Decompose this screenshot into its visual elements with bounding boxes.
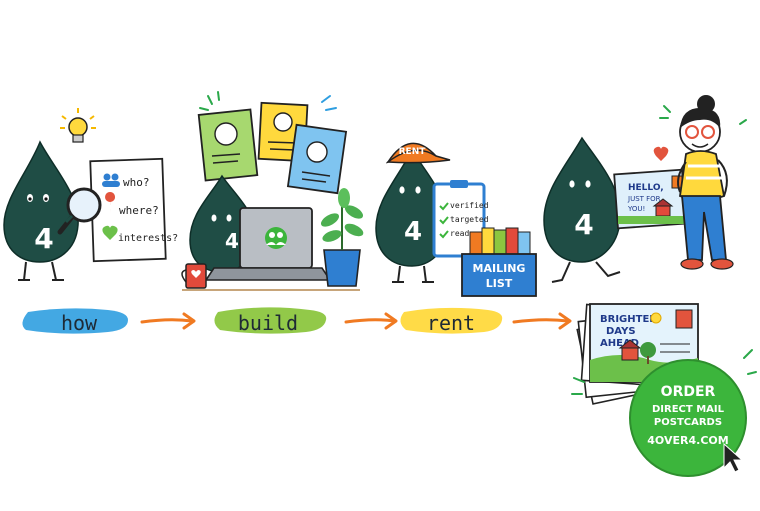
- box-label-line2: LIST: [486, 277, 513, 290]
- hello-postcard: HELLO, JUST FOR YOU!: [613, 168, 687, 230]
- box-label-line1: MAILING: [473, 262, 526, 275]
- cta-line2: DIRECT MAIL: [652, 404, 725, 415]
- hello-line2: JUST FOR: [627, 195, 661, 203]
- arrow-how-to-build: [140, 312, 196, 330]
- mailing-list-box: MAILING LIST: [461, 227, 537, 297]
- mascot-drop: 4: [543, 136, 621, 283]
- mascot-number: 4: [34, 222, 53, 255]
- arrow-build-to-rent: [344, 312, 398, 330]
- card-line-where: where?: [119, 204, 159, 217]
- mascot-number: 4: [404, 217, 422, 247]
- step-deliver: 4 HELLO, JUST FOR YOU!: [543, 95, 747, 405]
- mascot-drop: 4: [3, 140, 79, 281]
- cta-line3: POSTCARDS: [654, 417, 722, 428]
- cta-url[interactable]: 4OVER4.COM: [647, 434, 728, 447]
- plant-icon: [320, 188, 364, 287]
- sun-icon: [650, 312, 662, 324]
- checklist-item-ready: ready: [450, 229, 474, 238]
- profile-card-green: [197, 108, 259, 182]
- step-build: 4 build: [181, 91, 364, 335]
- recipient-person: [677, 95, 734, 270]
- hello-line1: HELLO,: [628, 183, 664, 193]
- people-icon: [102, 173, 120, 187]
- card-line-who: who?: [123, 176, 150, 189]
- sparkle-lines: [199, 91, 220, 111]
- postcard-line3: AHEAD: [600, 338, 639, 349]
- magnifier-icon: [57, 187, 102, 235]
- heart-icon: [653, 146, 669, 161]
- step-how: who? where? interests? 4: [3, 108, 178, 335]
- how-label-brush: [22, 308, 129, 334]
- rent-cap-text: RENT: [399, 147, 427, 157]
- postcard-line1: BRIGHTER: [600, 314, 657, 325]
- stamp: [675, 309, 693, 329]
- cursor-icon: [723, 442, 744, 473]
- laptop: [204, 207, 332, 281]
- profile-card-blue: [286, 123, 348, 195]
- coffee-mug-icon: [181, 263, 207, 289]
- mascot-number: 4: [225, 229, 239, 253]
- card-line-interests: interests?: [118, 233, 178, 244]
- checklist-item-targeted: targeted: [450, 215, 489, 224]
- step-rent: RENT 4 verified targeted ready: [375, 142, 537, 335]
- rent-label-brush: [400, 307, 503, 334]
- location-pin-icon: [105, 192, 116, 213]
- build-label: build: [238, 311, 298, 335]
- lightbulb-icon: [60, 108, 96, 143]
- cta-line1: ORDER: [661, 384, 716, 400]
- build-label-brush: [214, 307, 327, 334]
- order-postcards-cta[interactable]: ORDER DIRECT MAIL POSTCARDS 4OVER4.COM: [571, 349, 757, 477]
- postcard-line2: DAYS: [606, 326, 636, 337]
- arrow-rent-to-postcards: [512, 312, 572, 330]
- heart-icon: [102, 225, 118, 240]
- rent-label: rent: [427, 311, 475, 335]
- cta-button[interactable]: [629, 359, 747, 477]
- mascot-drop: RENT 4: [375, 142, 451, 283]
- hello-line3: YOU!: [627, 205, 645, 213]
- how-label: how: [61, 311, 98, 335]
- checklist-item-verified: verified: [450, 201, 489, 210]
- mascot-number: 4: [574, 208, 593, 241]
- audience-question-card: who? where? interests?: [89, 157, 178, 263]
